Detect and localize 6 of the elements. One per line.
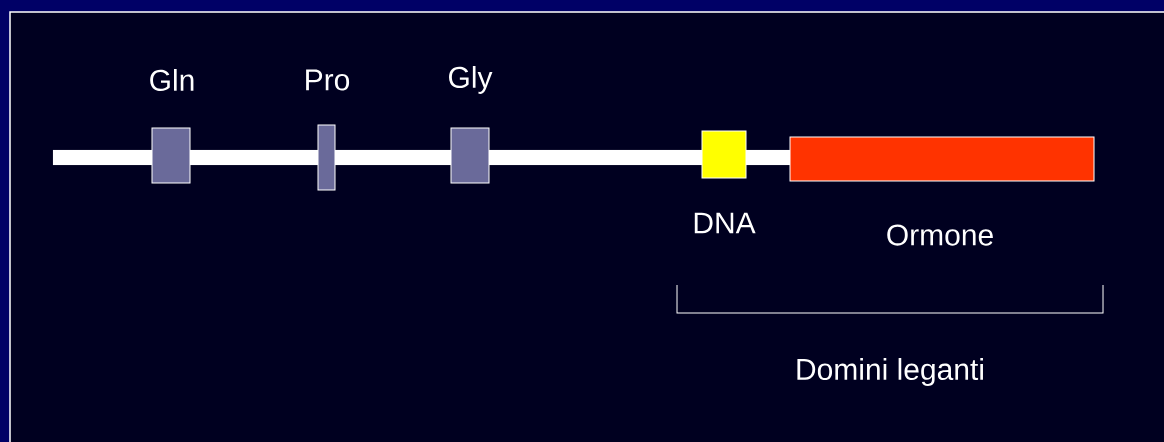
- domain-label: Pro: [306, 69, 350, 91]
- domain-label: Gly: [449, 66, 493, 94]
- domain-label: Gln: [150, 69, 194, 91]
- domain-label: Ormone: [887, 224, 993, 246]
- bracket-label: Domini leganti: [797, 358, 983, 386]
- domain-label: DNA: [694, 212, 756, 234]
